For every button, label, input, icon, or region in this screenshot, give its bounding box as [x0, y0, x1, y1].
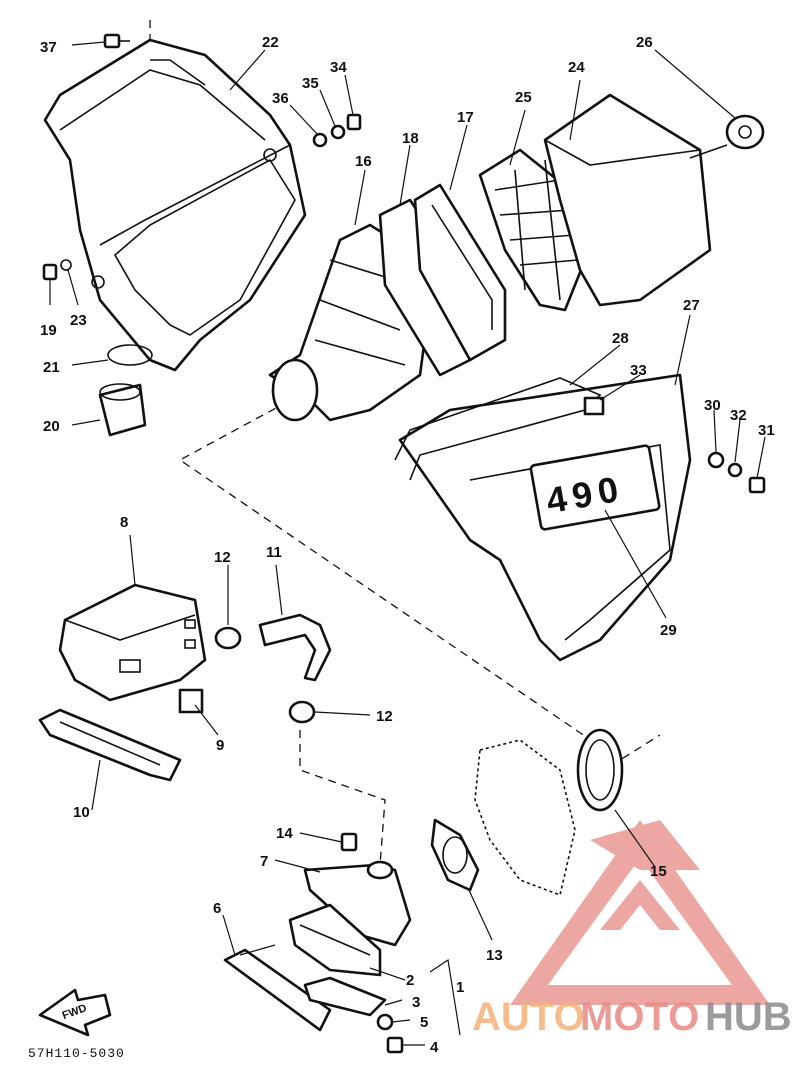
callout-14: 14 — [276, 825, 293, 842]
box-8 — [58, 583, 207, 702]
callout-12b: 12 — [376, 708, 393, 725]
callout-15: 15 — [650, 863, 667, 880]
callout-36: 36 — [272, 90, 289, 107]
callout-31: 31 — [758, 422, 775, 439]
callout-12: 12 — [214, 549, 231, 566]
watermark-logo — [510, 820, 770, 1005]
callout-16: 16 — [355, 153, 372, 170]
seal-28 — [394, 377, 602, 481]
watermark-moto: MOTO — [580, 995, 699, 1039]
callout-11: 11 — [266, 544, 282, 561]
callout-37: 37 — [40, 39, 57, 56]
callout-2: 2 — [406, 972, 414, 989]
callout-9: 9 — [216, 737, 224, 754]
carburetor-outline — [474, 739, 576, 897]
cap-20 — [98, 383, 147, 437]
washer-32 — [727, 462, 743, 478]
callout-13: 13 — [486, 947, 503, 964]
callout-23: 23 — [70, 312, 87, 329]
callout-28: 28 — [612, 330, 629, 347]
callout-21: 21 — [43, 359, 60, 376]
callout-labels: 37 22 36 35 34 26 24 25 17 18 16 19 23 2… — [40, 34, 775, 1056]
callout-35: 35 — [302, 75, 319, 92]
side-cover-27: 490 — [398, 373, 692, 662]
watermark-text: AUTO MOTO HUB — [472, 995, 792, 1039]
band-21 — [107, 344, 153, 366]
callout-8: 8 — [120, 514, 128, 531]
callout-10: 10 — [73, 804, 90, 821]
clamp-15 — [576, 728, 624, 812]
bolt-14 — [340, 832, 358, 852]
bolt-37 — [103, 33, 130, 49]
reference-code: 57H110-5030 — [28, 1046, 125, 1061]
callout-5: 5 — [420, 1014, 428, 1031]
air-box-case — [43, 38, 307, 372]
watermark-auto: AUTO — [472, 995, 585, 1039]
callout-18: 18 — [402, 130, 419, 147]
collar-30 — [707, 451, 725, 469]
callout-17: 17 — [457, 109, 474, 126]
band-10 — [38, 708, 182, 782]
air-filter-element-24 — [543, 93, 712, 307]
callout-27: 27 — [683, 297, 700, 314]
reed-valve-2 — [288, 903, 382, 977]
callout-24: 24 — [568, 59, 585, 76]
nut-19 — [42, 263, 58, 281]
callout-33: 33 — [630, 362, 647, 379]
callout-29: 29 — [660, 622, 677, 639]
forward-direction-arrow: FWD — [38, 988, 112, 1037]
callout-3: 3 — [412, 994, 420, 1011]
callout-30: 30 — [704, 397, 721, 414]
callout-34: 34 — [330, 59, 347, 76]
plate-17 — [413, 183, 507, 362]
leader-lines — [49, 41, 766, 1046]
callout-7: 7 — [260, 853, 268, 870]
callout-25: 25 — [515, 89, 532, 106]
callout-19: 19 — [40, 322, 57, 339]
label-9 — [178, 688, 204, 714]
bolt-34 — [346, 113, 362, 131]
callout-6: 6 — [213, 900, 221, 917]
clamp-12b — [288, 700, 316, 724]
washer-35 — [330, 124, 346, 140]
callout-26: 26 — [636, 34, 653, 51]
gasket-6 — [223, 948, 332, 1032]
callout-20: 20 — [43, 418, 60, 435]
callout-32: 32 — [730, 407, 747, 424]
washer-23 — [60, 259, 72, 271]
hose-11 — [258, 613, 332, 682]
carburetor-joint-7 — [303, 860, 412, 947]
watermark-hub: HUB — [705, 995, 792, 1039]
gasket-13 — [430, 818, 480, 892]
collar-36 — [312, 132, 328, 148]
callout-4: 4 — [430, 1039, 439, 1056]
washer-5 — [376, 1013, 394, 1031]
connection-line — [178, 394, 661, 761]
callout-1: 1 — [456, 979, 464, 996]
clamp-12 — [214, 626, 242, 650]
bolt-31 — [748, 476, 766, 494]
connection-line — [299, 730, 386, 866]
damper-33 — [583, 396, 605, 416]
stopper-3 — [303, 976, 387, 1017]
screw-4 — [386, 1036, 404, 1054]
callout-22: 22 — [262, 34, 279, 51]
cap-bolt-26 — [689, 114, 765, 159]
